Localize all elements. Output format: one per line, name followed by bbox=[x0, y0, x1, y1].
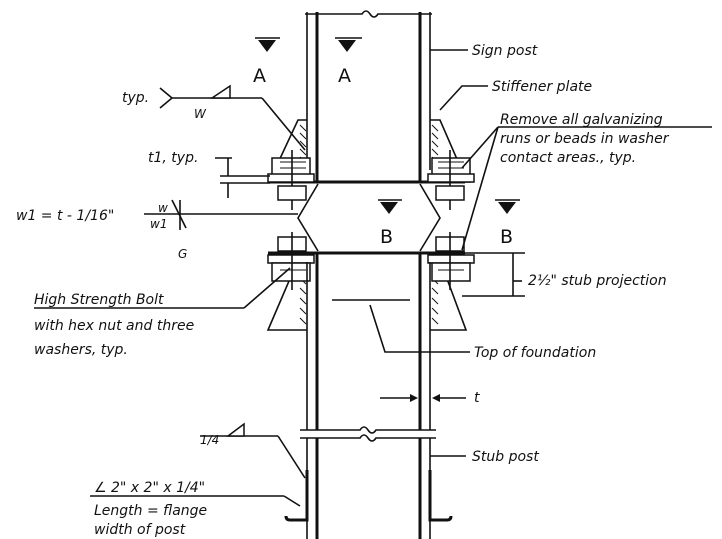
section-b-right: B bbox=[500, 226, 513, 248]
label-stub-post: Stub post bbox=[472, 449, 539, 465]
bolt-lower-right bbox=[427, 232, 475, 290]
section-a-right: A bbox=[338, 65, 351, 87]
label-angle-1: ∠ 2" x 2" x 1/4" bbox=[94, 480, 205, 496]
label-t: t bbox=[474, 390, 480, 406]
label-w: W bbox=[194, 107, 207, 121]
label-w1-small: w1 bbox=[150, 217, 167, 231]
section-marks bbox=[255, 37, 520, 214]
label-w-small: w bbox=[158, 201, 168, 215]
base-plates bbox=[268, 183, 465, 255]
label-w1-formula: w1 = t - 1/16" bbox=[16, 208, 114, 224]
label-top-of-foundation: Top of foundation bbox=[474, 345, 596, 361]
label-t1-typ: t1, typ. bbox=[148, 150, 198, 166]
label-sign-post: Sign post bbox=[472, 43, 538, 59]
section-a-left: A bbox=[253, 65, 266, 87]
label-bolt-1: High Strength Bolt bbox=[34, 292, 164, 308]
label-bolt-3: washers, typ. bbox=[34, 342, 128, 358]
label-stub-projection: 2½" stub projection bbox=[528, 273, 667, 289]
bolt-lower-left bbox=[267, 232, 315, 290]
stub-post bbox=[284, 253, 453, 539]
label-remove-galvanizing-2: runs or beads in washer bbox=[500, 131, 670, 147]
leaders bbox=[34, 49, 712, 507]
label-g: G bbox=[178, 247, 187, 261]
label-remove-galvanizing-3: contact areas., typ. bbox=[500, 150, 636, 166]
sign-post bbox=[268, 10, 465, 184]
label-angle-3: width of post bbox=[94, 522, 186, 538]
label-bolt-2: with hex nut and three bbox=[34, 318, 194, 334]
label-angle-2: Length = flange bbox=[94, 503, 207, 519]
label-remove-galvanizing-1: Remove all galvanizing bbox=[500, 112, 663, 128]
label-stiffener-plate: Stiffener plate bbox=[492, 79, 592, 95]
bolt-upper-left bbox=[267, 150, 315, 210]
section-b-left: B bbox=[380, 226, 393, 248]
label-typ: typ. bbox=[122, 90, 149, 106]
label-quarter-weld: 1/4 bbox=[200, 433, 219, 447]
bolt-upper-right bbox=[427, 150, 475, 210]
